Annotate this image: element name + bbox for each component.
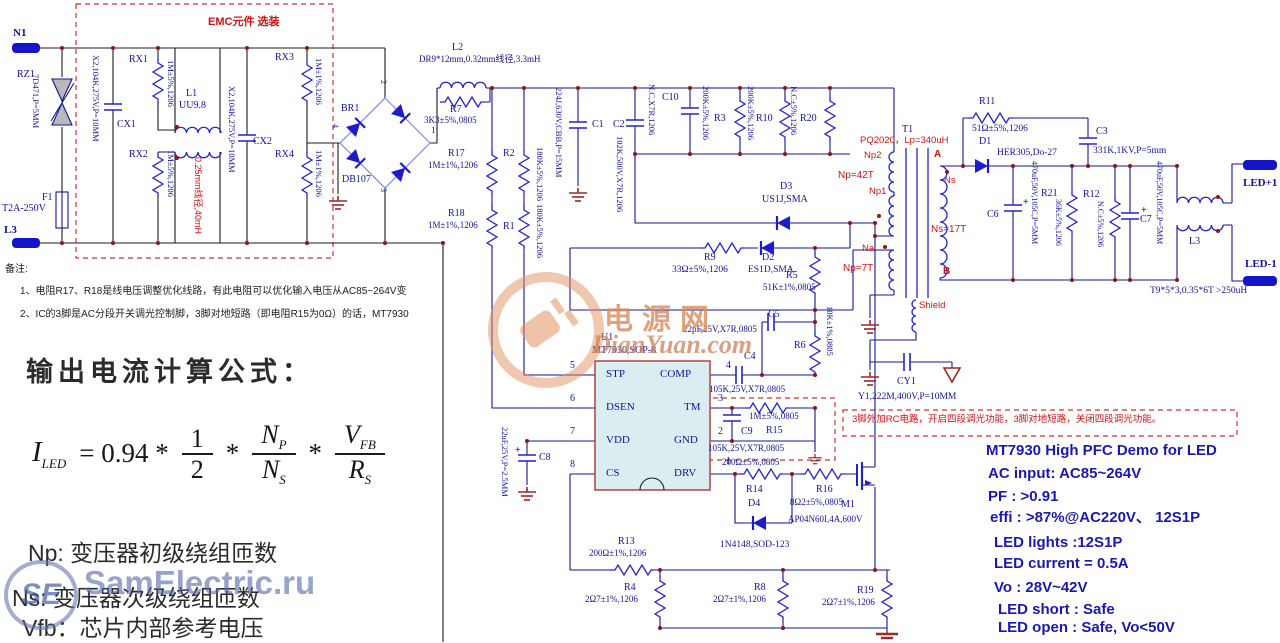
cy1-symbol bbox=[903, 352, 911, 372]
r8-symbol bbox=[777, 575, 789, 621]
cx2-symbol bbox=[237, 134, 257, 142]
ic-gnd-earth-icon bbox=[807, 453, 823, 465]
mosfet-symbol bbox=[856, 462, 872, 490]
cx1-symbol bbox=[103, 103, 123, 111]
r6-symbol bbox=[809, 330, 821, 376]
c6-symbol bbox=[1004, 204, 1022, 212]
dimming-note-box bbox=[842, 409, 1238, 437]
c3-symbol bbox=[1078, 137, 1098, 145]
output-gnd-bar-icon bbox=[876, 632, 898, 640]
ground-symbols bbox=[328, 187, 962, 640]
n1-terminal bbox=[12, 43, 40, 53]
r2-symbol bbox=[518, 149, 530, 195]
r15-symbol bbox=[744, 402, 790, 414]
terminals bbox=[12, 43, 1277, 286]
rx2-symbol bbox=[152, 151, 164, 197]
r19-symbol bbox=[881, 575, 893, 621]
d3-symbol bbox=[775, 214, 792, 232]
d1-symbol bbox=[973, 157, 990, 175]
c9-symbol bbox=[722, 414, 742, 422]
primary-side-wires bbox=[436, 87, 1177, 634]
c10-symbol bbox=[680, 107, 700, 115]
secondary-gnd-triangle-icon bbox=[942, 367, 962, 384]
formula-frac-turns: NP NS bbox=[252, 420, 296, 487]
l2-coil bbox=[439, 81, 487, 89]
r17-symbol bbox=[486, 149, 498, 195]
shield-winding bbox=[911, 299, 917, 333]
led-minus-terminal bbox=[1243, 276, 1277, 286]
c8-earth-icon bbox=[517, 486, 537, 501]
r3-symbol bbox=[734, 95, 746, 141]
r21-symbol bbox=[1066, 189, 1078, 235]
c5-symbol bbox=[767, 312, 775, 332]
r12-symbol bbox=[1109, 195, 1121, 241]
led-plus-terminal bbox=[1243, 160, 1277, 170]
junction-dots bbox=[60, 46, 1220, 630]
np2-winding bbox=[888, 151, 895, 193]
formula-eq: = 0.94 * bbox=[79, 438, 169, 469]
input-stage-wires bbox=[40, 47, 444, 642]
cy1-earth-icon bbox=[860, 371, 880, 386]
formula-frac-vfb-rs: VFB RS bbox=[335, 420, 385, 487]
r7-symbol bbox=[439, 96, 485, 108]
varistor-symbol bbox=[50, 78, 75, 126]
fuse-symbol bbox=[55, 191, 69, 229]
r18-symbol bbox=[486, 204, 498, 250]
ns-winding bbox=[939, 165, 948, 279]
c4-symbol bbox=[735, 365, 743, 385]
l1-bottom-winding bbox=[174, 151, 222, 159]
c1-earth-icon bbox=[568, 187, 588, 202]
formula-lhs: ILED bbox=[32, 435, 67, 471]
d4-symbol bbox=[751, 514, 768, 532]
r4-symbol bbox=[654, 575, 666, 621]
r11-symbol bbox=[967, 112, 1013, 124]
na-winding bbox=[888, 249, 895, 291]
r9-symbol bbox=[699, 242, 745, 254]
component-symbols bbox=[103, 57, 1224, 621]
c2-symbol bbox=[625, 119, 645, 127]
c8-symbol bbox=[517, 454, 537, 462]
secondary-side-wires bbox=[962, 117, 1243, 282]
np1-winding bbox=[888, 195, 895, 237]
aux-earth-icon bbox=[860, 319, 880, 334]
c7-symbol bbox=[1121, 212, 1139, 220]
r13-symbol bbox=[609, 564, 655, 576]
r20-symbol bbox=[824, 95, 836, 141]
l3-out-top-winding bbox=[1176, 196, 1224, 204]
ic-pin1-notch bbox=[639, 477, 665, 491]
c1-symbol bbox=[568, 121, 588, 129]
r1-symbol bbox=[518, 204, 530, 250]
ic-body bbox=[594, 360, 711, 491]
l3-in-terminal bbox=[12, 238, 40, 248]
l1-top-winding bbox=[174, 126, 222, 134]
rx4-symbol bbox=[301, 151, 313, 197]
r16-symbol bbox=[799, 468, 845, 480]
emc-optional-box bbox=[75, 3, 334, 259]
l3-out-bottom-winding bbox=[1176, 224, 1224, 232]
bridge-rectifier-symbol bbox=[339, 97, 431, 189]
d2-symbol bbox=[759, 239, 776, 257]
transformer-symbol bbox=[888, 148, 948, 333]
r10-symbol bbox=[779, 95, 791, 141]
r14-symbol bbox=[738, 468, 784, 480]
bridge-earth-icon bbox=[328, 195, 348, 210]
rx3-symbol bbox=[301, 59, 313, 105]
r5-symbol bbox=[809, 251, 821, 297]
rx1-symbol bbox=[152, 57, 164, 103]
